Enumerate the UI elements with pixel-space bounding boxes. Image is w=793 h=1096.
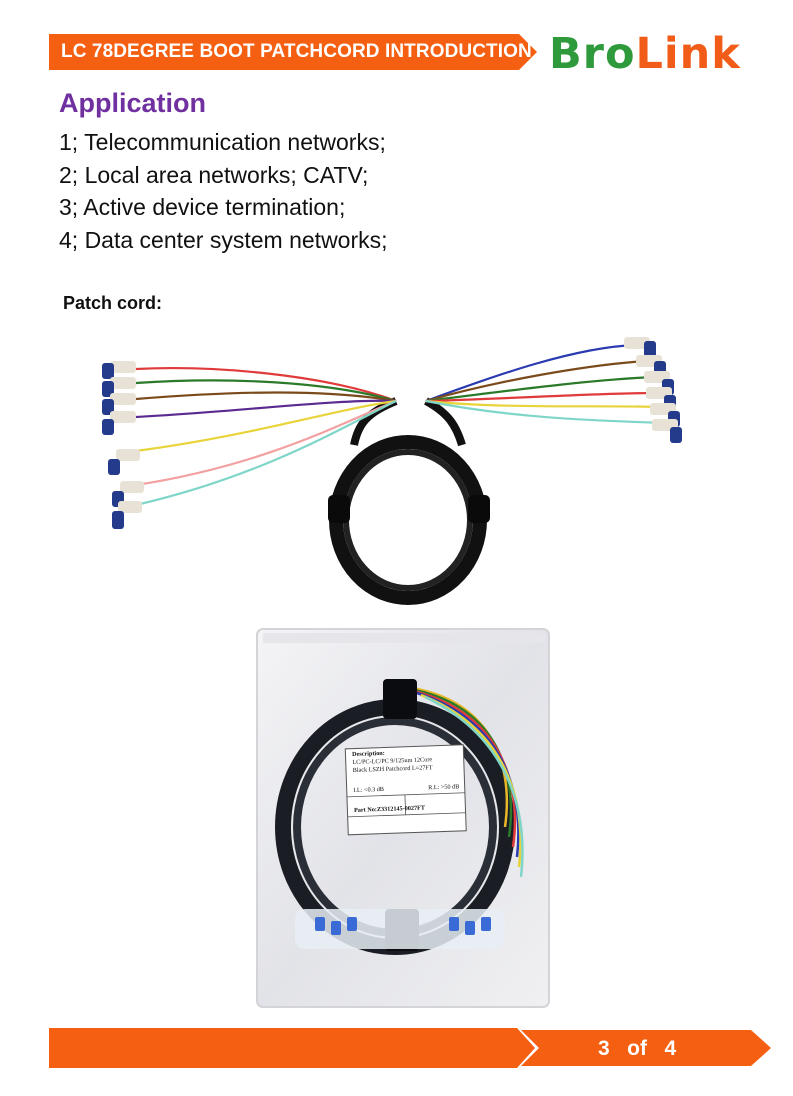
cable-coil-outer xyxy=(329,435,487,605)
cable-coil-inner xyxy=(343,449,473,591)
page-number: 3 of 4 xyxy=(598,1037,677,1060)
logo-text-link: Link xyxy=(635,29,741,79)
footer-bar: 3 of 4 xyxy=(49,1026,776,1070)
application-item: 3; Active device termination; xyxy=(59,194,346,220)
packaged-cord-photo: Description: LC/PC-LC/PC 9/125um 12Core … xyxy=(255,627,551,1009)
lc-connectors-left xyxy=(102,361,144,529)
label-return-loss: R.L: >50 dB xyxy=(428,783,460,792)
label-insertion-loss: I.L: <0.3 dB xyxy=(353,785,385,794)
header-banner-shape xyxy=(49,34,537,70)
footer-bar-shape xyxy=(49,1026,775,1070)
header-banner: LC 78DEGREE BOOT PATCHCORD INTRODUCTION xyxy=(49,32,539,72)
velcro-strap-left xyxy=(328,495,350,523)
application-item: 4; Data center system networks; xyxy=(59,226,388,253)
header-title: LC 78DEGREE BOOT PATCHCORD INTRODUCTION xyxy=(61,41,532,62)
patch-cord-label: Patch cord: xyxy=(63,293,163,313)
application-list: 1; Telecommunication networks; 2; Local … xyxy=(59,126,388,256)
application-item: 2; Local area networks; CATV; xyxy=(59,161,369,188)
patch-cord-photo xyxy=(102,337,682,605)
brolink-logo: BroLink xyxy=(549,30,749,78)
logo-text-bro: Bro xyxy=(549,29,636,79)
application-heading: Application xyxy=(59,88,206,118)
velcro-strap-right xyxy=(468,495,490,523)
lc-connectors-right xyxy=(624,337,682,443)
plastic-bag-illustration xyxy=(256,628,550,1008)
application-item: 1; Telecommunication networks; xyxy=(59,129,386,155)
bag-product-label: Description: LC/PC-LC/PC 9/125um 12Core … xyxy=(352,747,466,815)
